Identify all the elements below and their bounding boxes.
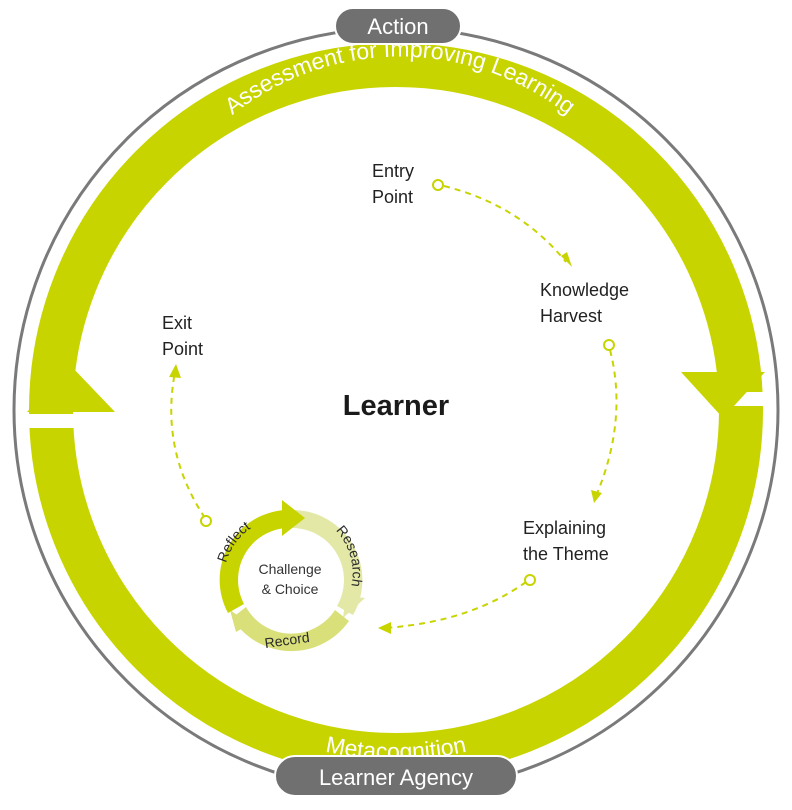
knowledge-harvest-node — [603, 339, 615, 351]
left-up-arrow — [27, 366, 115, 412]
harvest-to-theme-arrowhead — [591, 490, 602, 503]
record-label: Record — [264, 629, 311, 651]
explaining-theme-label-line1: Explaining — [523, 518, 606, 538]
action-pill: Action — [334, 7, 462, 45]
entry-point-label-line2: Point — [372, 187, 413, 207]
research-segment — [292, 509, 363, 615]
exit-point-label-line1: Exit — [162, 313, 192, 333]
right-down-arrow — [681, 372, 765, 418]
learner-agency-label: Learner Agency — [319, 765, 473, 790]
knowledge-harvest-label-line2: Harvest — [540, 306, 602, 326]
harvest-to-theme-connector — [595, 349, 618, 497]
action-label: Action — [367, 14, 428, 39]
explaining-theme-label-line2: the Theme — [523, 544, 609, 564]
entry-to-harvest-connector — [443, 185, 567, 263]
challenge-choice-line2: & Choice — [262, 581, 319, 597]
entry-point-label-line1: Entry — [372, 161, 414, 181]
challenge-choice-cycle: Challenge & Choice Reflect Research Reco… — [213, 500, 366, 655]
knowledge-harvest-label-line1: Knowledge — [540, 280, 629, 300]
exit-point-label-line2: Point — [162, 339, 203, 359]
explaining-theme-node — [524, 574, 536, 586]
exit-node — [200, 515, 212, 527]
learner-agency-pill: Learner Agency — [274, 755, 518, 797]
entry-point-node — [432, 179, 444, 191]
cycle-to-exit-connector — [170, 371, 206, 519]
challenge-choice-line1: Challenge — [258, 561, 321, 577]
cycle-to-exit-arrowhead — [169, 364, 181, 378]
theme-to-cycle-arrowhead — [378, 622, 391, 634]
record-segment — [232, 607, 349, 652]
reflect-segment — [219, 510, 286, 613]
theme-to-cycle-connector — [384, 581, 527, 629]
entry-to-harvest-arrowhead — [561, 252, 572, 267]
learner-title: Learner — [343, 390, 449, 422]
